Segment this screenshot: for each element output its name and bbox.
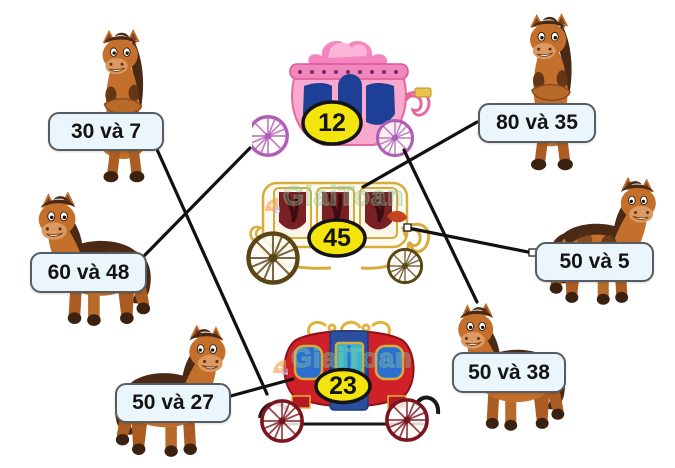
pair-label-50-27[interactable]: 50 và 27: [115, 383, 231, 423]
carriage-red[interactable]: 23: [248, 320, 450, 452]
carriage-number-badge: [307, 218, 367, 258]
connection-line-60-48-to-12: [142, 146, 252, 258]
pair-label-text: 50 và 27: [132, 391, 214, 414]
pair-label-50-5[interactable]: 50 và 5: [535, 242, 654, 282]
connection-line-50-5-to-45: [406, 226, 535, 255]
connection-line-30-7-to-23: [153, 143, 269, 396]
pair-label-text: 30 và 7: [70, 119, 142, 143]
pair-label-60-48[interactable]: 60 và 48: [30, 252, 147, 293]
pair-label-text: 60 và 48: [47, 260, 130, 284]
carriage-number-badge: [314, 367, 372, 405]
pair-label-50-38[interactable]: 50 và 38: [452, 352, 566, 393]
pair-label-80-35[interactable]: 80 và 35: [478, 103, 596, 143]
line-endpoint-handle[interactable]: [403, 223, 412, 232]
pair-label-30-7[interactable]: 30 và 7: [48, 112, 164, 151]
carriage-value: 12: [318, 109, 346, 137]
carriage-value: 23: [329, 372, 357, 400]
gold-ornament: [387, 210, 407, 223]
carriage-gold[interactable]: 45: [243, 176, 443, 304]
carriage-pink[interactable]: 12: [252, 36, 442, 161]
pair-label-text: 50 và 38: [468, 360, 550, 384]
connection-line-50-38-to-12: [402, 148, 479, 304]
carriage-value: 45: [323, 224, 351, 252]
connection-line-50-27-to-23: [225, 377, 295, 399]
connection-line-80-35-to-45: [361, 120, 479, 189]
pair-label-text: 80 và 35: [496, 111, 578, 134]
pair-label-text: 50 và 5: [559, 250, 630, 273]
carriage-number-badge: [301, 100, 363, 146]
